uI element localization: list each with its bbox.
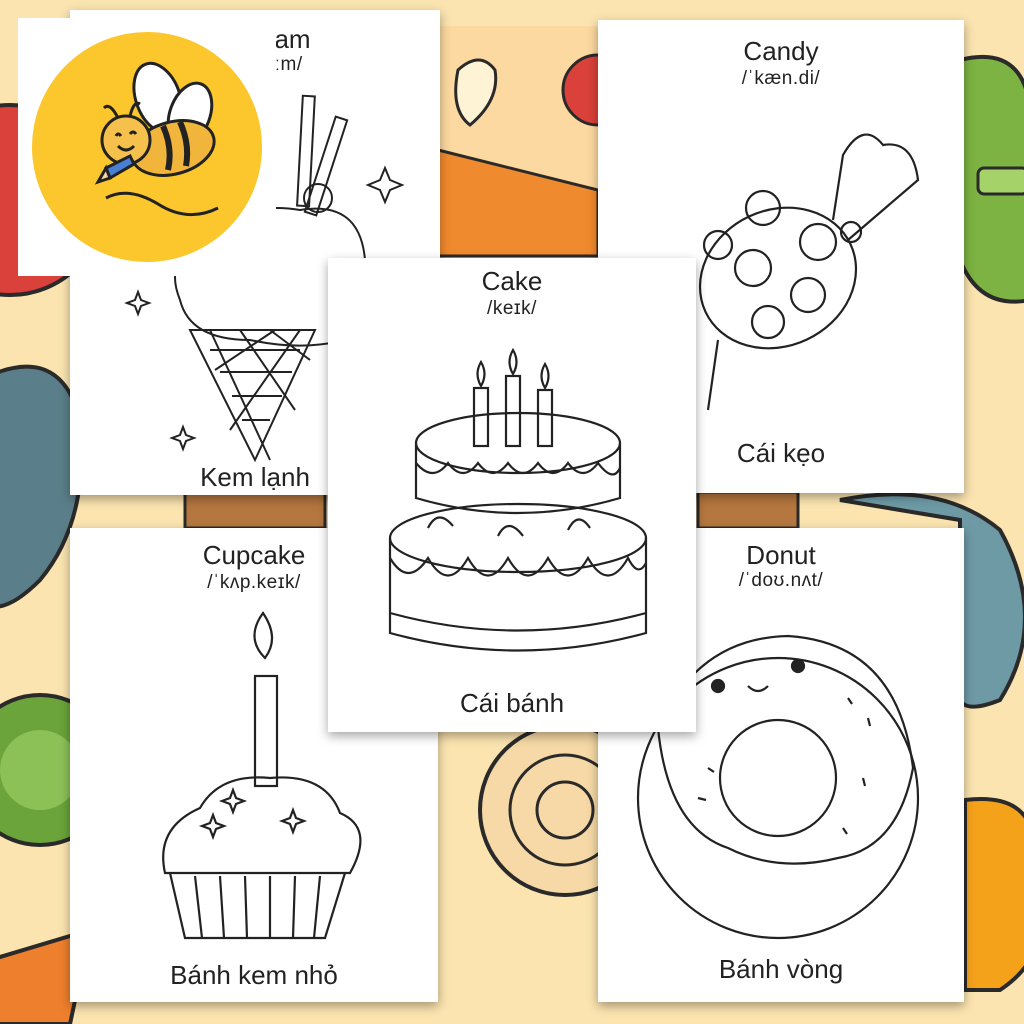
card-ipa: /keɪk/	[487, 298, 537, 319]
card-title: Candy	[743, 36, 819, 66]
card-title: Cake	[481, 266, 543, 296]
card-ipa: /ˈdoʊ.nʌt/	[738, 570, 824, 591]
donut-card: Donut /ˈdoʊ.nʌt/ Bánh vòng	[598, 528, 964, 1002]
donut-icon	[636, 634, 920, 940]
card-vietnamese-label: Bánh vòng	[718, 954, 844, 984]
candy-icon	[698, 133, 920, 411]
card-title: Donut	[746, 540, 816, 570]
cake-card: Cake /keɪk/ Cái bánh	[328, 258, 696, 732]
cupcake-icon	[162, 611, 362, 940]
card-ipa: iːm/	[270, 54, 303, 75]
bee-with-pencil-icon	[94, 61, 219, 217]
cake-icon	[388, 347, 648, 652]
card-vietnamese-label: Cái bánh	[459, 688, 565, 718]
card-ipa: /ˈkʌp.keɪk/	[207, 572, 301, 593]
brand-logo	[18, 18, 276, 276]
card-ipa: /ˈkæn.di/	[741, 68, 821, 89]
card-vietnamese-label: Bánh kem nhỏ	[170, 960, 338, 990]
card-vietnamese-label: Kem lạnh	[200, 462, 310, 492]
card-vietnamese-label: Cái kẹo	[736, 438, 826, 468]
card-title: Cupcake	[202, 540, 306, 570]
